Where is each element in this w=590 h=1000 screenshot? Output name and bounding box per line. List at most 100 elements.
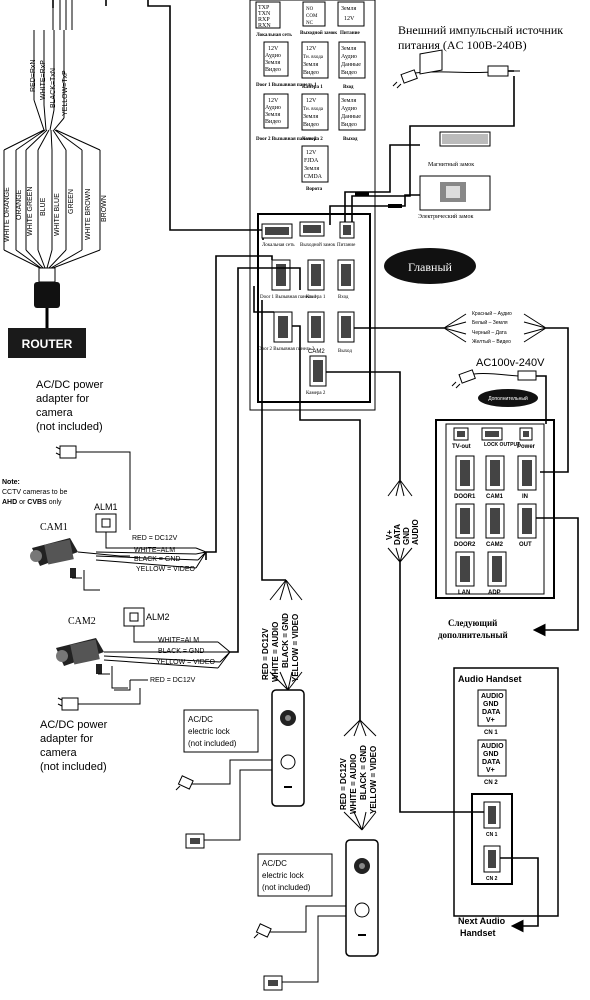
svg-text:Данные: Данные [341, 62, 361, 68]
svg-text:(not included): (not included) [262, 883, 311, 892]
svg-text:Тн. входа: Тн. входа [303, 107, 324, 112]
svg-text:Тн. входа: Тн. входа [303, 55, 324, 60]
lock-tag [388, 204, 402, 208]
svg-text:AC/DC power: AC/DC power [36, 379, 104, 391]
svg-text:Дополнительный: Дополнительный [488, 395, 528, 402]
svg-text:Выход: Выход [343, 137, 358, 142]
svg-text:Следующий: Следующий [448, 618, 497, 628]
svg-text:BLACK = GND: BLACK = GND [281, 613, 290, 668]
svg-text:RED = DC12V: RED = DC12V [261, 628, 270, 680]
cam1-terminal: 12V Тн. входа Земля Видео Камера 1 [301, 41, 329, 90]
svg-text:Земля: Земля [341, 6, 356, 12]
svg-text:Power: Power [517, 444, 536, 450]
camera1-icon [30, 538, 100, 591]
svg-text:Видео: Видео [265, 67, 281, 73]
svg-text:12V: 12V [306, 46, 317, 52]
svg-text:Земля: Земля [303, 62, 318, 68]
cam2-terminal: 12V Тн. входа Земля Видео Камера 2 [301, 93, 329, 142]
power-adapter-icon [57, 688, 141, 711]
svg-text:IN: IN [522, 494, 528, 500]
lock-tag [355, 192, 369, 196]
lock-icon [263, 915, 346, 991]
svg-text:Земля: Земля [304, 166, 319, 172]
cable-color-label: WHITE ORANGE [4, 187, 11, 242]
svg-text:Выход: Выход [338, 349, 352, 354]
svg-text:Вход: Вход [343, 85, 354, 90]
svg-text:BLACK = GND: BLACK = GND [359, 745, 368, 800]
power-plug-icon [392, 65, 520, 89]
svg-text:(not included): (not included) [188, 739, 237, 748]
svg-text:DOOR2: DOOR2 [454, 542, 476, 548]
door-panel2-section: RED = DC12V WHITE = AUDIO BLACK = GND YE… [253, 325, 379, 991]
svg-text:RXN: RXN [258, 23, 271, 29]
svg-text:GND: GND [483, 701, 499, 708]
svg-text:Камера 2: Камера 2 [302, 137, 323, 142]
door-panel1-section: RED = DC12V WHITE = AUDIO BLACK = GND YE… [175, 286, 305, 849]
handset-title: Audio Handset [458, 674, 522, 684]
cable-color-label: GREEN [68, 189, 75, 214]
svg-text:Вход: Вход [338, 295, 349, 300]
ext-power-label: AC100v-240V [476, 357, 545, 369]
svg-text:Handset: Handset [460, 928, 496, 938]
svg-text:Аудио: Аудио [265, 105, 281, 111]
svg-text:Выходной замок: Выходной замок [300, 31, 337, 36]
svg-text:Данные: Данные [341, 114, 361, 120]
svg-text:CAM2: CAM2 [68, 616, 96, 627]
svg-text:BLACK = GND: BLACK = GND [134, 556, 181, 563]
svg-text:CN 1: CN 1 [484, 730, 498, 736]
power-plug-icon [451, 369, 537, 389]
svg-text:Локальная сеть: Локальная сеть [262, 243, 295, 248]
svg-text:GND: GND [402, 527, 411, 545]
svg-text:AUDIO: AUDIO [481, 743, 504, 750]
svg-text:Земля: Земля [265, 112, 280, 118]
svg-text:Видео: Видео [265, 119, 281, 125]
svg-text:DOOR1: DOOR1 [454, 494, 476, 500]
svg-text:AUDIO: AUDIO [481, 693, 504, 700]
svg-text:WHITE=ALM: WHITE=ALM [158, 637, 199, 644]
cable-color-label: WHITE GREEN [27, 187, 34, 236]
extension-section: AC100v-240V Дополнительный TV-out LOCK O… [435, 357, 579, 640]
svg-text:V+: V+ [486, 717, 495, 724]
svg-text:ALM2: ALM2 [146, 612, 170, 622]
svg-text:CN 1: CN 1 [486, 832, 498, 838]
svg-text:CCTV cameras to be: CCTV cameras to be [2, 489, 67, 496]
svg-text:WHITE=ALM: WHITE=ALM [134, 547, 175, 554]
svg-text:Next Audio: Next Audio [458, 916, 506, 926]
svg-text:Камера 1: Камера 1 [302, 85, 323, 90]
svg-text:YELLOW = VIDEO: YELLOW = VIDEO [369, 746, 378, 814]
svg-text:Земля: Земля [341, 98, 356, 104]
svg-text:ADP: ADP [488, 590, 501, 596]
svg-text:Door 1 Вызывная панель 1: Door 1 Вызывная панель 1 [260, 295, 317, 300]
svg-text:Выходной замок: Выходной замок [300, 243, 336, 248]
svg-text:Видео: Видео [341, 122, 357, 128]
audio-handset-section: Audio Handset AUDIO GND DATA V+ CN 1 AUD… [453, 667, 559, 938]
router-box [8, 328, 86, 358]
camera2-section: CAM2 ALM2 WHITE=ALM BLACK = GND YELLOW =… [40, 267, 301, 773]
svg-text:дополнительный: дополнительный [438, 630, 508, 640]
handset-cn1-pins [477, 689, 507, 727]
svg-text:AUDIO: AUDIO [411, 519, 420, 545]
gate-terminal: 12V FJDA Земля CMDA Ворота [301, 145, 329, 192]
door-panel1-icon [271, 689, 305, 807]
rj45-plug [34, 282, 60, 308]
cable-color-label: WHITE BLUE [54, 193, 61, 236]
camera2-icon [56, 638, 128, 689]
ext-power-title: питания (AC 100В-240В) [398, 38, 527, 52]
pair-label: YELLOW=TxP [62, 70, 69, 116]
svg-text:NC: NC [306, 21, 314, 26]
svg-text:electric lock: electric lock [262, 871, 305, 880]
note-line2: AHD or CVBS only [2, 499, 62, 506]
svg-text:(not included): (not included) [40, 761, 107, 773]
power-terminal: Земля 12V Питание [337, 1, 365, 36]
svg-text:Ворота: Ворота [306, 187, 323, 192]
svg-text:RED = DC12V: RED = DC12V [339, 758, 348, 810]
svg-text:Камера 2: Камера 2 [306, 391, 326, 396]
svg-text:Видео: Видео [303, 70, 319, 76]
svg-text:AC/DC power: AC/DC power [40, 719, 108, 731]
svg-text:DATA: DATA [482, 709, 500, 716]
svg-text:RXP: RXP [258, 17, 270, 23]
svg-text:V+: V+ [385, 530, 394, 540]
cable-color-label: BROWN [101, 195, 108, 222]
network-section: RED=RxN WHITE=RxP BLACK=TxN YELLOW=TxP W… [3, 0, 108, 358]
